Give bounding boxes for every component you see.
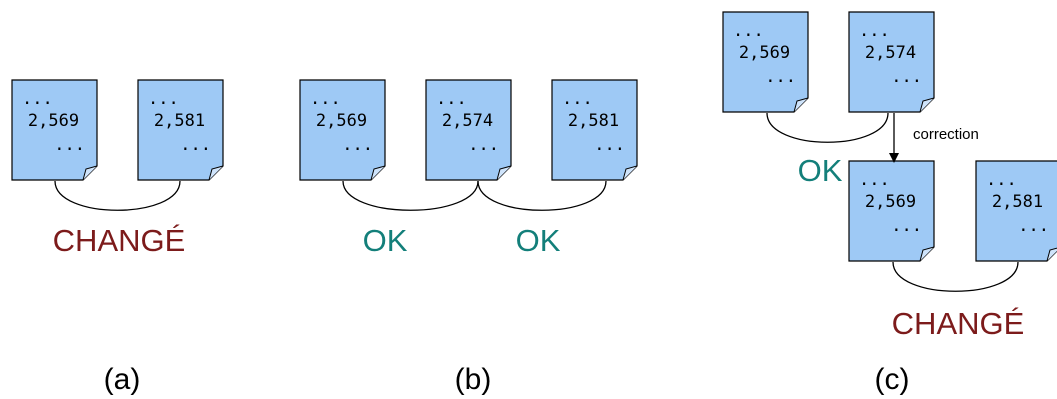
document-ellipsis-bottom: ... bbox=[594, 135, 625, 155]
page-fold-corner bbox=[208, 165, 224, 181]
document-ellipsis-bottom: ... bbox=[54, 135, 85, 155]
document-ellipsis-top: ... bbox=[859, 21, 890, 41]
document-line-number: 2,574 bbox=[442, 111, 493, 131]
document-line-number: 2,569 bbox=[865, 192, 916, 212]
document-ellipsis-top: ... bbox=[148, 89, 179, 109]
panel-label-b: (b) bbox=[455, 363, 492, 396]
document-c1: ...2,569... bbox=[722, 11, 809, 113]
document-ellipsis-bottom: ... bbox=[891, 216, 922, 236]
document-ellipsis-bottom: ... bbox=[891, 67, 922, 87]
status-changed-a: CHANGÉ bbox=[53, 223, 186, 258]
document-line-number: 2,569 bbox=[316, 111, 367, 131]
status-changed-c: CHANGÉ bbox=[892, 306, 1025, 341]
panel-label-c: (c) bbox=[875, 363, 910, 396]
document-c4: ...2,581... bbox=[975, 160, 1057, 262]
document-b2: ...2,574... bbox=[425, 79, 512, 181]
page-fold-corner bbox=[1046, 247, 1057, 262]
document-line-number: 2,574 bbox=[865, 43, 916, 63]
document-line-number: 2,569 bbox=[28, 111, 79, 131]
documents-layer: ...2,569......2,581......2,569......2,57… bbox=[11, 11, 1057, 262]
page-fold-corner bbox=[919, 97, 935, 113]
connector-c-ok bbox=[766, 112, 889, 143]
page-fold-corner bbox=[82, 165, 98, 181]
panel-label-a: (a) bbox=[104, 363, 141, 396]
document-ellipsis-bottom: ... bbox=[468, 135, 499, 155]
page-fold-corner bbox=[370, 165, 386, 181]
document-ellipsis-bottom: ... bbox=[765, 67, 796, 87]
document-ellipsis-top: ... bbox=[22, 89, 53, 109]
status-ok-b-1: OK bbox=[363, 223, 408, 258]
status-ok-b-2: OK bbox=[516, 223, 561, 258]
correction-label: correction bbox=[913, 126, 979, 143]
document-ellipsis-bottom: ... bbox=[180, 135, 211, 155]
document-line-number: 2,581 bbox=[992, 192, 1043, 212]
document-ellipsis-top: ... bbox=[859, 170, 890, 190]
document-a2: ...2,581... bbox=[137, 79, 224, 181]
document-c3: ...2,569... bbox=[848, 160, 935, 262]
status-ok-c: OK bbox=[798, 153, 843, 188]
connector-c-change bbox=[892, 261, 1019, 292]
page-fold-corner bbox=[496, 165, 512, 181]
document-line-number: 2,569 bbox=[739, 43, 790, 63]
document-b3: ...2,581... bbox=[551, 79, 638, 181]
document-ellipsis-top: ... bbox=[733, 21, 764, 41]
connector-a bbox=[54, 180, 181, 211]
connector-b-2 bbox=[477, 180, 607, 211]
document-ellipsis-top: ... bbox=[986, 170, 1017, 190]
connector-b-1 bbox=[342, 180, 479, 211]
document-ellipsis-bottom: ... bbox=[1018, 216, 1049, 236]
document-ellipsis-top: ... bbox=[310, 89, 341, 109]
document-ellipsis-top: ... bbox=[562, 89, 593, 109]
document-a1: ...2,569... bbox=[11, 79, 98, 181]
document-ellipsis-bottom: ... bbox=[342, 135, 373, 155]
document-b1: ...2,569... bbox=[299, 79, 386, 181]
page-fold-corner bbox=[919, 246, 935, 262]
document-line-number: 2,581 bbox=[568, 111, 619, 131]
page-fold-corner bbox=[622, 165, 638, 181]
page-fold-corner bbox=[793, 97, 809, 113]
document-ellipsis-top: ... bbox=[436, 89, 467, 109]
document-line-number: 2,581 bbox=[154, 111, 205, 131]
document-c2: ...2,574... bbox=[848, 11, 935, 113]
